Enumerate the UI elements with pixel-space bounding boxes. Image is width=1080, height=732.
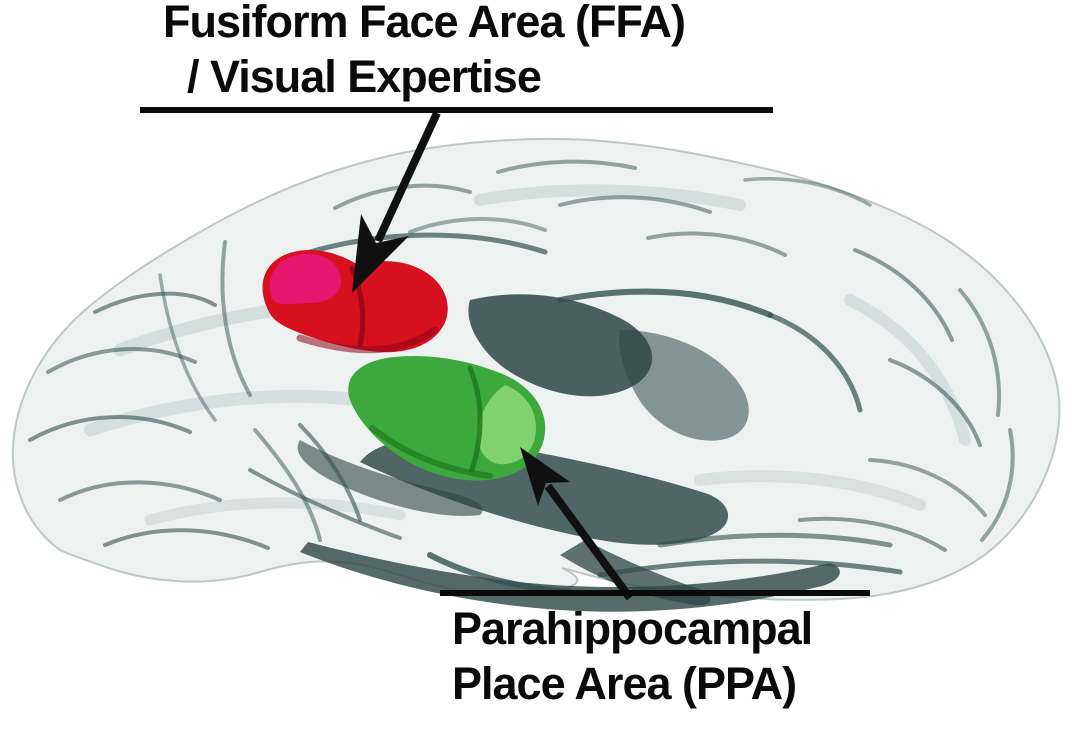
ppa-label: Parahippocampal Place Area (PPA) <box>452 601 813 711</box>
sulcus-line <box>408 217 547 234</box>
sulcus-line <box>253 428 322 542</box>
brain <box>11 137 1061 612</box>
sulcus-line <box>103 528 270 550</box>
ffa-label-line2: / Visual Expertise <box>187 51 542 102</box>
ppa-region-lower-shade <box>369 425 493 479</box>
ppa-region-highlight <box>477 385 536 465</box>
sulcus-line <box>496 159 637 174</box>
sulcus-line <box>297 232 548 258</box>
sulcus-line <box>657 532 893 548</box>
sulci-lines <box>28 159 1015 595</box>
ffa-label: Fusiform Face Area (FFA) / Visual Expert… <box>163 0 686 104</box>
sulcus-line <box>220 240 252 397</box>
gyrus-shade <box>144 497 406 526</box>
sulcus-shadow <box>297 440 483 516</box>
ppa-arrow <box>520 447 634 601</box>
sulcus-shadow <box>619 330 749 441</box>
ffa-label-line1: Fusiform Face Area (FFA) <box>163 0 686 47</box>
sulcus-line <box>28 415 192 442</box>
gyrus-shade <box>844 294 971 446</box>
sulcus-line <box>557 288 773 318</box>
sulcus-line <box>798 516 947 552</box>
sulcus-line <box>597 558 903 578</box>
sulcus-line <box>888 358 982 447</box>
ffa-region <box>262 250 448 354</box>
sulcus-line <box>767 312 863 413</box>
sulcus-line <box>868 458 987 517</box>
ffa-arrow-head <box>352 214 409 293</box>
sulcus-line <box>558 195 712 214</box>
sulcus-line <box>646 231 787 257</box>
sulcus-shadow <box>468 294 653 397</box>
sulcus-line <box>298 423 362 522</box>
ppa-arrow-line <box>544 483 634 601</box>
sulcus-line <box>93 291 217 314</box>
ppa-label-overline <box>440 590 870 596</box>
ffa-label-underline <box>140 107 773 113</box>
ppa-region-crease <box>467 365 483 473</box>
sulcus-line <box>958 288 1002 417</box>
ffa-arrow-line <box>374 111 441 243</box>
sulcus-line <box>980 428 1015 542</box>
gyrus-shade <box>694 470 926 511</box>
sulcus-line <box>158 273 217 422</box>
sulcus-line <box>743 176 872 207</box>
ffa-region-highlight <box>269 253 342 305</box>
gyrus-shade <box>83 389 367 437</box>
sulcus-line <box>853 248 954 342</box>
ppa-arrow-head <box>520 447 570 506</box>
sulcus-line <box>248 468 402 540</box>
sulcus-line <box>46 347 197 374</box>
ppa-region <box>348 355 546 481</box>
ffa-arrow <box>352 111 441 293</box>
sulcus-line <box>58 480 222 502</box>
ffa-region-lower-shade <box>296 326 439 354</box>
ppa-label-line1: Parahippocampal <box>452 603 813 654</box>
ppa-label-line2: Place Area (PPA) <box>452 658 797 709</box>
gyrus-shade <box>474 184 746 211</box>
